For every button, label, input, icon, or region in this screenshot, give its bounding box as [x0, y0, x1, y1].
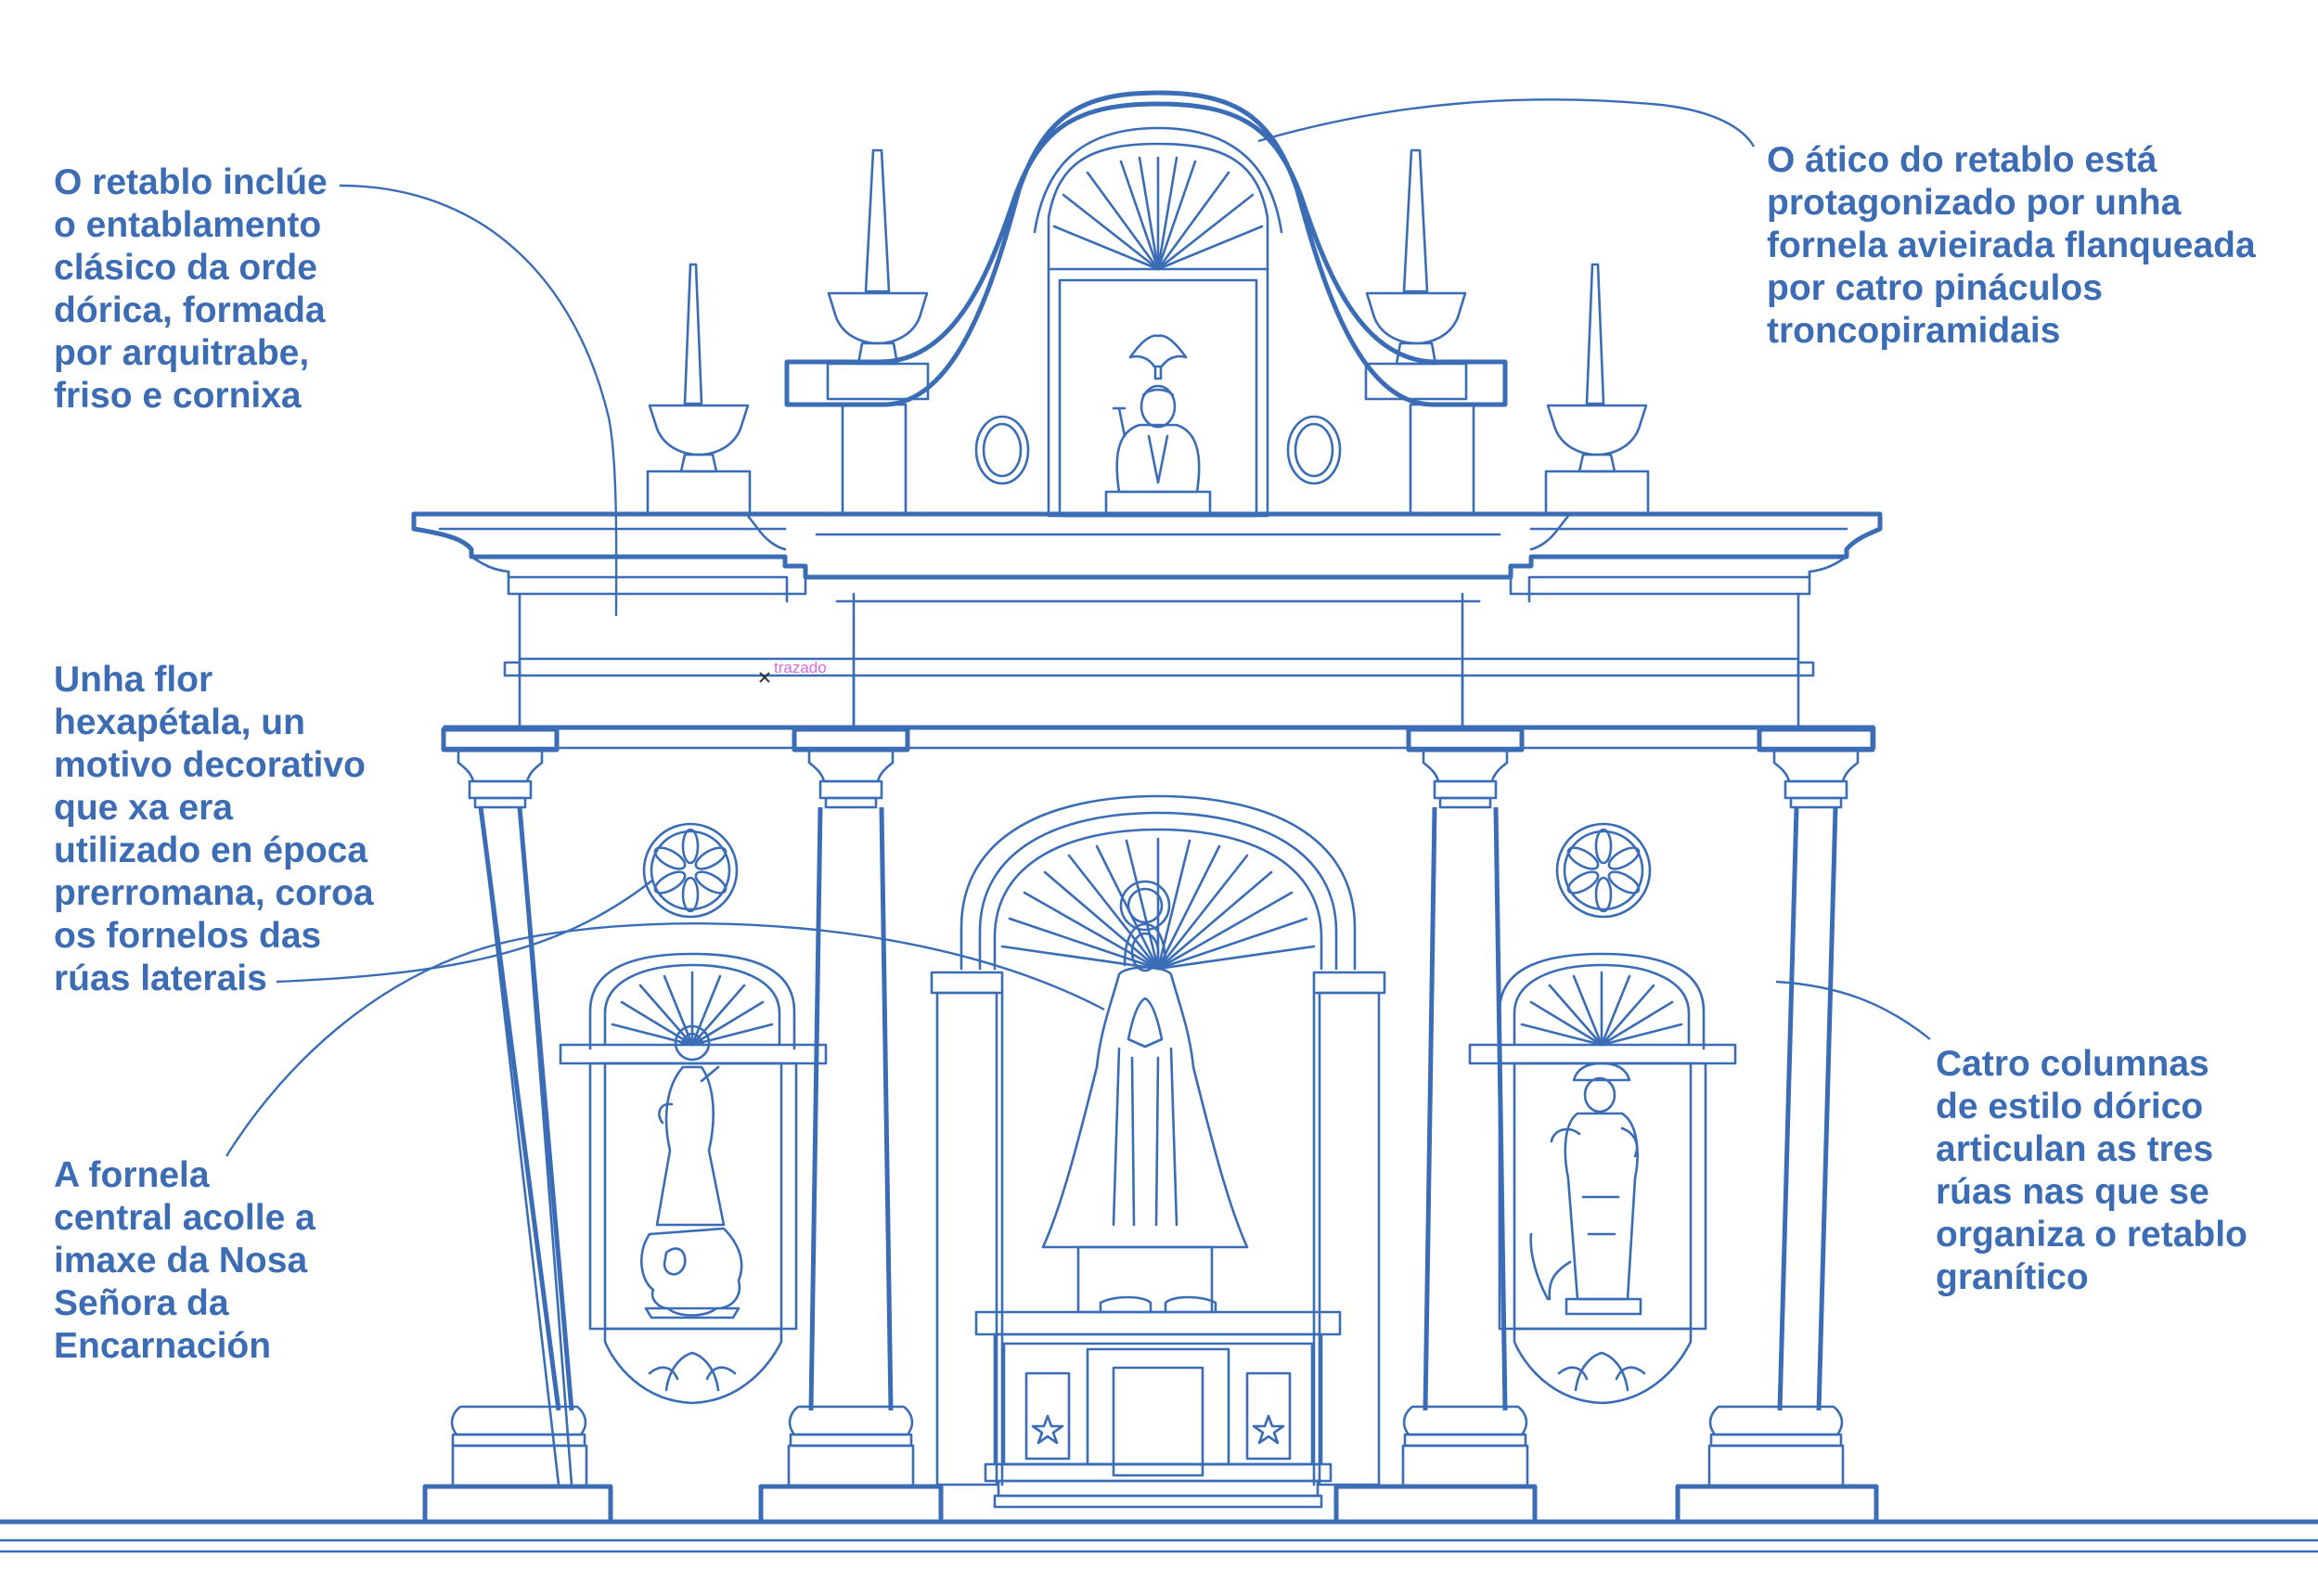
trazado-marker — [759, 672, 770, 683]
pinnacles — [646, 148, 1650, 516]
right-lateral-niche — [1468, 952, 1737, 1405]
annotation-flower: Unha flor hexapétala, un motivo decorati… — [54, 660, 374, 998]
doric-column — [1333, 727, 1538, 1525]
doric-column — [758, 727, 944, 1525]
entablature — [411, 511, 1883, 750]
annotation-attic: O ático do retablo está protagonizado po… — [1767, 140, 2256, 351]
ground-lines — [0, 1519, 2318, 1553]
annotation-entablature: O retablo inclúe o entablamento clásico … — [54, 162, 328, 416]
hexapetal-flower-icon — [1555, 822, 1652, 919]
leader-flower — [276, 879, 654, 984]
leader-lines — [225, 98, 1931, 1157]
leader-entablature — [339, 184, 618, 617]
doric-column — [1675, 727, 1879, 1525]
left-lateral-niche — [559, 952, 828, 1405]
star-icon — [1252, 1414, 1285, 1445]
leader-attic — [1257, 98, 1756, 148]
central-niche — [930, 794, 1386, 1509]
trazado-label: trazado — [774, 659, 827, 676]
leader-central-niche — [225, 922, 1105, 1157]
annotation-central-niche: A fornela central acolle a imaxe da Nosa… — [54, 1155, 316, 1366]
hexapetal-flower-icon — [642, 822, 739, 919]
star-icon — [1031, 1414, 1064, 1445]
leader-columns — [1775, 980, 1931, 1040]
doric-column — [422, 727, 613, 1525]
annotation-columns: Catro columnas de estilo dórico articula… — [1936, 1044, 2247, 1297]
attic-niche — [784, 90, 1508, 518]
